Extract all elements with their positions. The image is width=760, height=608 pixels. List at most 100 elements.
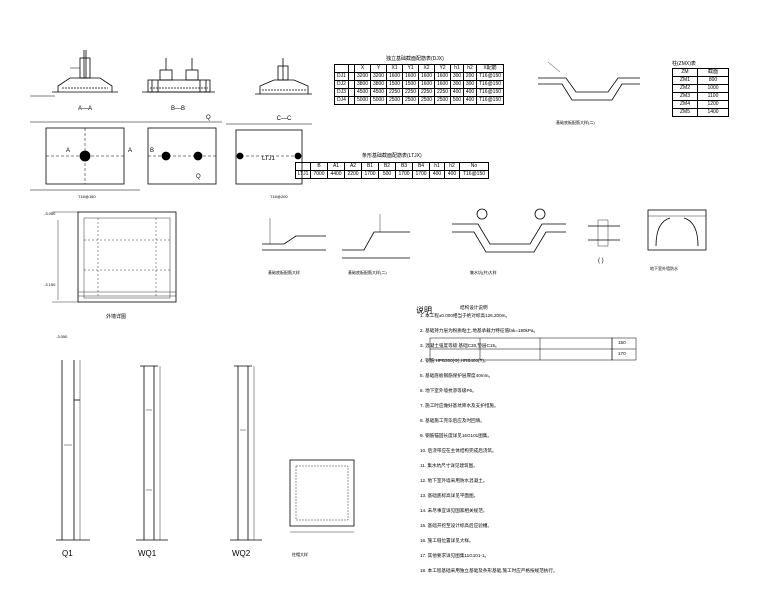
notes-line: 1. 本工程±0.000相当于绝对标高126.200m。 bbox=[420, 313, 511, 318]
table-cell: 1200 bbox=[697, 100, 729, 109]
pit-detail-plan bbox=[52, 211, 177, 303]
notes-line: 11. 集水坑尺寸详见建筑图。 bbox=[420, 463, 478, 468]
table-cell: 1400 bbox=[697, 108, 729, 117]
table-cell: 1600 bbox=[434, 80, 451, 89]
elev-level-2: -3.150 bbox=[44, 282, 56, 287]
sump-pit-detail bbox=[452, 208, 566, 253]
plan1-label-a2: A bbox=[128, 148, 132, 154]
notes-box-value: 150 bbox=[618, 340, 626, 345]
elev-level-1: -3.050 bbox=[44, 211, 56, 216]
table-cell: 1000 bbox=[697, 84, 729, 93]
table-cell: 1600 bbox=[434, 72, 451, 81]
table-cell: T16@150 bbox=[476, 96, 504, 105]
table-cell: DJ2 bbox=[334, 80, 349, 89]
notes-line: 12. 地下室外墙采用防水混凝土。 bbox=[420, 478, 488, 483]
wall-q1-title: Q1 bbox=[62, 549, 73, 558]
section-aa bbox=[30, 50, 118, 97]
wall-section-wq2 bbox=[230, 365, 262, 541]
notes-line: 16. 施工缝位置详见大样。 bbox=[420, 538, 474, 543]
foundation-plan-2 bbox=[140, 121, 222, 185]
pit-caption: 外墙详图 bbox=[106, 313, 126, 320]
table-cell: 500 bbox=[450, 96, 464, 105]
table-cell: X2 bbox=[418, 64, 435, 73]
table-cell: 300 bbox=[450, 80, 464, 89]
table-cell: 4400 bbox=[327, 170, 345, 179]
table-cell: LTJ1 bbox=[295, 170, 311, 179]
table-cell: 7000 bbox=[310, 170, 328, 179]
table-cell: DJ1 bbox=[334, 72, 349, 81]
table-cell: 400 bbox=[463, 96, 477, 105]
table-cell: 400 bbox=[463, 88, 477, 97]
wall-section-wq1 bbox=[136, 365, 168, 541]
table-cell: 2250 bbox=[434, 88, 451, 97]
notes-line: 2. 基础持力层为粉质粘土,地基承载力特征值fak=180kPa。 bbox=[420, 328, 539, 333]
djx-table-title: 独立基础截面配筋表(DJX) bbox=[386, 56, 444, 62]
table-cell: 400 bbox=[444, 170, 460, 179]
table-cell: h1 bbox=[450, 64, 464, 73]
table-cell: h2 bbox=[463, 64, 477, 73]
notes-line: 4. 钢筋:HPB300(Φ),HRB400(T)。 bbox=[420, 358, 489, 363]
notes-box bbox=[429, 337, 637, 361]
notes-line: 8. 基础施工完毕后应及时回填。 bbox=[420, 418, 485, 423]
trench-caption: 基础底板配筋大样(二) bbox=[556, 119, 595, 125]
table-cell: 400 bbox=[450, 88, 464, 97]
table-cell: T16@150 bbox=[476, 88, 504, 97]
table-cell: Y bbox=[370, 64, 387, 73]
notes-heading: 说明 bbox=[416, 306, 432, 315]
table-cell: h1 bbox=[429, 162, 445, 171]
foundation-plan-3 bbox=[226, 123, 312, 185]
notes-line: 17. 其他要求详见图集11G101-1。 bbox=[420, 553, 490, 558]
table-cell: 300 bbox=[450, 72, 464, 81]
section-cc bbox=[255, 58, 312, 95]
table-cell: h2 bbox=[444, 162, 460, 171]
table-cell: 2500 bbox=[402, 96, 419, 105]
table-cell: 3200 bbox=[370, 72, 387, 81]
table-cell: 500 bbox=[378, 170, 396, 179]
table-cell: T16@150 bbox=[476, 72, 504, 81]
plan-rebar-2: T16@200 bbox=[270, 194, 288, 199]
table-cell: 1500 bbox=[386, 80, 403, 89]
table-cell: 截面 bbox=[697, 68, 729, 77]
table-cell: 800 bbox=[697, 76, 729, 85]
section-bb-title: B—B bbox=[171, 106, 185, 112]
table-cell: 3800 bbox=[370, 80, 387, 89]
table-cell: 1600 bbox=[402, 72, 419, 81]
section-cc-title: C—C bbox=[277, 116, 292, 122]
notes-line: 7. 施工时应做好基坑降水及支护措施。 bbox=[420, 403, 499, 408]
wall-wq2-title: WQ2 bbox=[232, 549, 251, 558]
table-cell: 300 bbox=[463, 80, 477, 89]
notes-line: 3. 混凝土强度等级:基础C30,垫层C15。 bbox=[420, 343, 500, 348]
table-cell bbox=[295, 162, 311, 171]
table-cell: A2 bbox=[344, 162, 362, 171]
table-cell: DJ3 bbox=[334, 88, 349, 97]
table-cell: T16@150 bbox=[459, 170, 489, 179]
table-cell: B2 bbox=[378, 162, 396, 171]
table-cell: B4 bbox=[412, 162, 430, 171]
table-cell: 2500 bbox=[386, 96, 403, 105]
table-cell: ZM3 bbox=[672, 92, 698, 101]
wall-section-q1 bbox=[56, 360, 90, 541]
ltj-table-title: 条形基础截面配筋表(LTJX) bbox=[362, 153, 422, 159]
table-cell: 2250 bbox=[402, 88, 419, 97]
table-cell: X1 bbox=[386, 64, 403, 73]
plan2-label-q: Q bbox=[206, 115, 211, 121]
notes-line: 18. 本工程基础采用独立基础及条形基础,施工时应严格按规范执行。 bbox=[420, 568, 558, 573]
elev-level-3: -3.050 bbox=[56, 334, 68, 339]
detail-caption-1: 基础底板配筋大样 bbox=[268, 269, 300, 275]
table-cell: 1700 bbox=[361, 170, 379, 179]
table-cell: 1700 bbox=[412, 170, 430, 179]
plan1-label-a: A bbox=[66, 148, 70, 154]
table-cell: 1100 bbox=[697, 92, 729, 101]
notes-line: 14. 未尽事宜详见国家相关规范。 bbox=[420, 508, 488, 513]
table-cell: 4500 bbox=[370, 88, 387, 97]
table-cell: 5000 bbox=[370, 96, 387, 105]
